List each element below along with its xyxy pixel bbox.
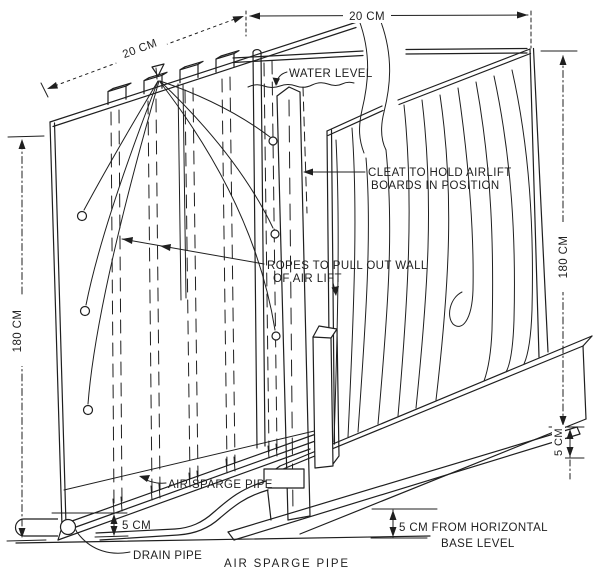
sparge-supply-pipe — [95, 480, 269, 541]
rope-loop — [79, 305, 91, 317]
label-5cm-right: 5 CM — [552, 425, 565, 459]
air-sparge-caption: AIR SPARGE PIPE — [224, 558, 350, 570]
cleat-label-line1: CLEAT TO HOLD AIRLIFT — [368, 167, 512, 179]
air-riser-pipe — [252, 48, 266, 449]
drain-leader — [75, 529, 131, 554]
dim-text: 180 CM — [558, 236, 570, 279]
label-20cm-diagonal: 20 CM — [111, 32, 168, 65]
airlift-boards — [107, 50, 278, 514]
drain-pipe — [14, 518, 77, 537]
rope-loop — [268, 136, 278, 146]
right-wall — [326, 47, 549, 446]
airlift-wall-board — [276, 86, 311, 521]
ropes-label-line2: OF AIR LIFT — [273, 273, 342, 285]
water-level-label: WATER LEVEL — [289, 68, 373, 80]
labels: 20 CM 20 CM WATER LEVEL CLEAT TO HOLD AI… — [10, 10, 570, 570]
dim-180cm-left — [6, 135, 47, 542]
ground-plank — [227, 426, 581, 541]
leader-lines — [75, 71, 366, 554]
dim-20cm-diagonal — [40, 10, 247, 98]
dim-5cm-from-base — [370, 508, 438, 539]
dim-text: 5 CM — [553, 428, 565, 456]
beam-end-cap — [263, 468, 305, 489]
dim-5cm-right — [548, 426, 585, 480]
air-sparge-inner-label: AIR SPARGE PIPE — [168, 479, 273, 491]
cleat-post — [312, 325, 340, 469]
water-surface-line — [247, 81, 355, 88]
ropes — [76, 63, 281, 416]
rope-loop — [82, 404, 94, 416]
left-wall — [49, 21, 358, 541]
air-sparge-pipe-inner-run — [71, 428, 333, 528]
rope-knot — [151, 63, 165, 77]
wood-grain — [333, 69, 533, 443]
water-level-leader — [276, 71, 288, 85]
dim-5cm-left-label: 5 CM — [122, 520, 151, 532]
drain-pipe-label: DRAIN PIPE — [133, 550, 202, 562]
dim-text: 20 CM — [349, 11, 385, 23]
rope-loop — [270, 229, 280, 239]
cleat-hidden-line — [302, 86, 308, 214]
wood-knot — [449, 87, 474, 327]
dim-5cm-bottom-left — [51, 512, 129, 538]
back-wall — [232, 19, 528, 154]
rope-loop — [76, 210, 88, 222]
ropes-leader — [121, 238, 265, 265]
break-line — [380, 21, 391, 151]
label-20cm-top: 20 CM — [343, 10, 391, 23]
dim-text: 180 CM — [12, 310, 24, 353]
cleat-label-line2: BOARDS IN POSITION — [371, 180, 500, 192]
label-180cm-left: 180 CM — [10, 296, 24, 366]
board-hidden-edges — [110, 60, 278, 506]
base-note-line1: 5 CM FROM HORIZONTAL — [399, 522, 548, 534]
break-line — [358, 19, 369, 154]
base-level-line — [15, 526, 431, 544]
base-note-line2: BASE LEVEL — [441, 538, 515, 550]
ropes-label-line1: ROPES TO PULL OUT WALL — [267, 260, 428, 272]
label-180cm-right: 180 CM — [556, 222, 570, 292]
rope-loop — [271, 331, 281, 341]
